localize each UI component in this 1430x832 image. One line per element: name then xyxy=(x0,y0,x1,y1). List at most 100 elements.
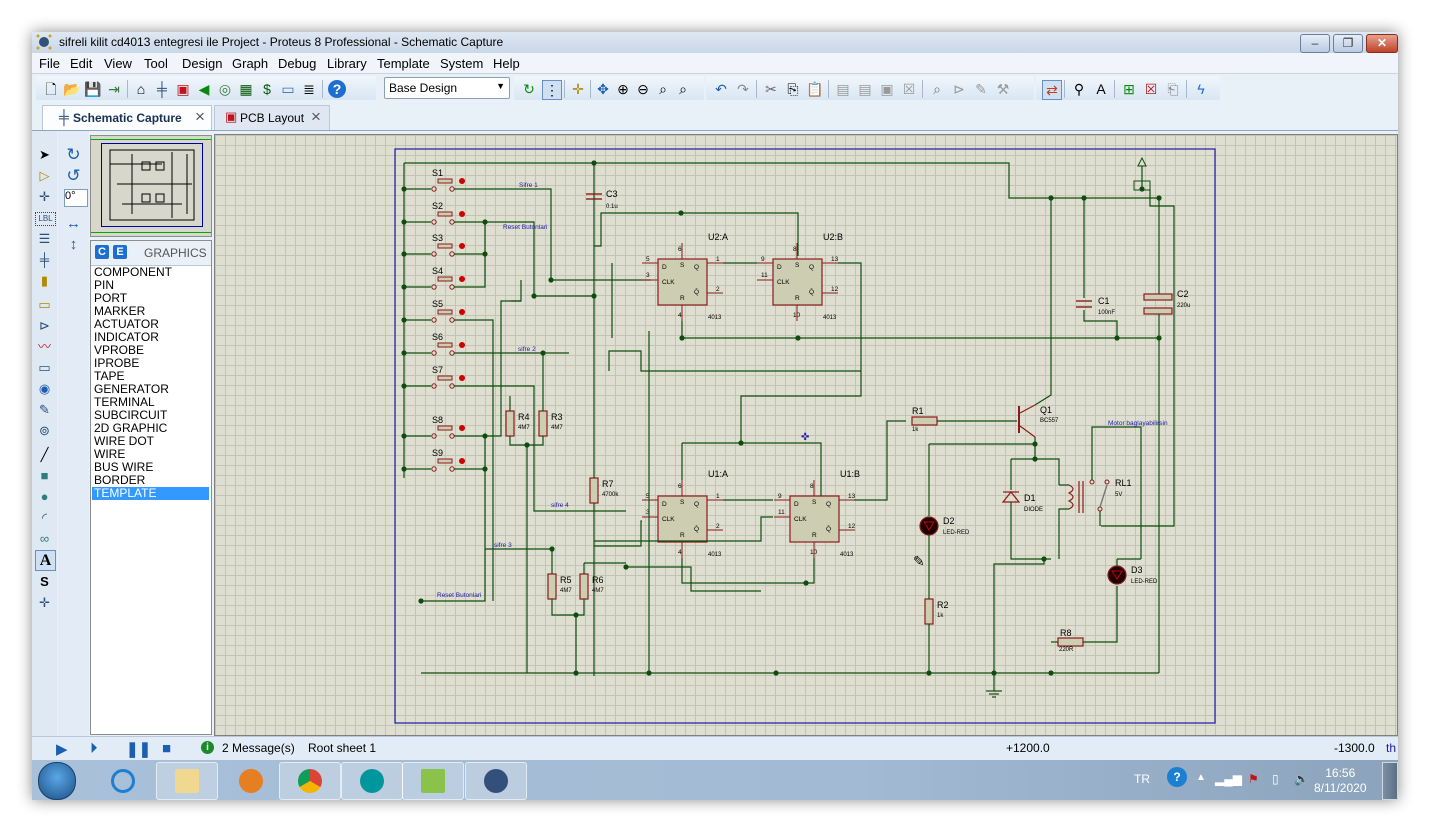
virtual-instruments-icon[interactable]: ⊚ xyxy=(39,423,50,438)
rotation-angle-field[interactable]: 0° xyxy=(64,189,88,207)
selection-mode-icon[interactable]: ➤ xyxy=(39,147,50,162)
variant-select[interactable]: Base Design ▼ xyxy=(384,77,510,99)
taskbar-media-player[interactable] xyxy=(220,762,282,800)
units-toggle[interactable]: th xyxy=(1386,741,1397,755)
graph-icon[interactable]: 〰 xyxy=(37,339,51,354)
power-icon[interactable]: ▯ xyxy=(1272,772,1279,786)
buses-icon[interactable]: ╪ xyxy=(39,252,50,267)
graphics-mode-item[interactable]: WIRE xyxy=(94,447,126,461)
decompose-icon[interactable]: ⚒ xyxy=(996,81,1010,97)
restore-button[interactable]: ❐ xyxy=(1333,34,1363,53)
play-icon[interactable]: ▶ xyxy=(56,741,68,758)
taskbar-proteus[interactable] xyxy=(465,762,527,800)
gerber-icon[interactable]: ◀ xyxy=(198,81,210,97)
graphics-mode-item[interactable]: TAPE xyxy=(94,369,125,383)
step-icon[interactable]: ⏵ xyxy=(90,740,98,757)
close-tab-icon[interactable]: × xyxy=(195,107,205,126)
close-tab-icon[interactable]: × xyxy=(311,107,321,126)
volume-icon[interactable]: 🔈 xyxy=(1294,772,1309,786)
text-mode-icon[interactable]: A xyxy=(35,550,56,571)
schematic-icon[interactable]: ╪ xyxy=(157,81,167,97)
text-script-icon[interactable]: ☰ xyxy=(38,231,51,246)
packaging-tool-icon[interactable]: ✎ xyxy=(975,81,987,97)
line-icon[interactable]: ╱ xyxy=(40,447,49,462)
language-indicator[interactable]: TR xyxy=(1134,772,1150,786)
stop-icon[interactable]: ■ xyxy=(162,740,172,757)
menu-edit[interactable]: Edit xyxy=(70,56,93,71)
circle-icon[interactable]: ● xyxy=(40,489,49,504)
graphics-mode-item[interactable]: MARKER xyxy=(94,304,146,318)
pick-devices-button[interactable]: C xyxy=(95,245,109,259)
component-mode-icon[interactable]: ▷ xyxy=(39,168,50,183)
block-move-icon[interactable]: ▤ xyxy=(858,81,872,97)
bom-icon[interactable]: ▦ xyxy=(239,81,253,97)
taskbar-chrome[interactable] xyxy=(279,762,341,800)
start-button[interactable] xyxy=(38,762,76,800)
action-center-flag-icon[interactable]: ⚑ xyxy=(1248,772,1259,786)
marker-icon[interactable]: ✛ xyxy=(39,595,50,610)
minimize-button[interactable]: – xyxy=(1300,34,1330,53)
arc-icon[interactable]: ◜ xyxy=(41,510,48,525)
block-rotate-icon[interactable]: ▣ xyxy=(880,81,894,97)
network-signal-icon[interactable]: ▂▄▆ xyxy=(1215,772,1242,786)
zoom-out-icon[interactable]: ⊖ xyxy=(637,81,649,97)
tab-schematic-capture[interactable]: ╪ Schematic Capture × xyxy=(42,105,212,130)
menu-file[interactable]: File xyxy=(39,56,60,71)
graphics-mode-item[interactable]: PORT xyxy=(94,291,128,305)
graphics-mode-item[interactable]: SUBCIRCUIT xyxy=(94,408,168,422)
paste-icon[interactable]: 📋 xyxy=(806,81,824,97)
taskbar-internet-explorer[interactable] xyxy=(92,762,154,800)
menu-view[interactable]: View xyxy=(104,56,132,71)
terminals-icon[interactable]: ▭ xyxy=(38,297,51,312)
pause-icon[interactable]: ❚❚ xyxy=(126,741,152,758)
menu-library[interactable]: Library xyxy=(327,56,367,71)
pan-icon[interactable]: ✥ xyxy=(597,81,609,97)
zoom-in-icon[interactable]: ⊕ xyxy=(617,81,629,97)
box-icon[interactable]: ■ xyxy=(40,468,49,483)
wire-autorouter-icon[interactable]: ⇄ xyxy=(1042,80,1062,100)
3d-viewer-icon[interactable]: ◎ xyxy=(218,81,232,97)
copy-icon[interactable]: ⎘ xyxy=(787,81,799,97)
graphics-mode-item[interactable]: GENERATOR xyxy=(94,382,169,396)
graphics-mode-item[interactable]: ACTUATOR xyxy=(94,317,159,331)
document-icon[interactable]: ≣ xyxy=(303,81,315,97)
make-device-icon[interactable]: ⊳ xyxy=(953,81,965,97)
electrical-rule-check-icon[interactable]: ϟ xyxy=(1197,81,1205,97)
cut-icon[interactable]: ✂ xyxy=(765,81,777,97)
graphics-mode-item[interactable]: 2D GRAPHIC xyxy=(94,421,168,435)
graphics-mode-item[interactable]: WIRE DOT xyxy=(94,434,154,448)
zoom-all-icon[interactable]: ⌕ xyxy=(659,81,667,97)
taskbar-notepad-plus-plus[interactable] xyxy=(402,762,464,800)
rotate-anticlockwise-icon[interactable]: ↺ xyxy=(66,166,81,185)
subcircuit-icon[interactable]: ▮ xyxy=(40,273,49,288)
design-explorer-icon[interactable]: $ xyxy=(263,81,271,97)
graphics-mode-item[interactable]: VPROBE xyxy=(94,343,145,357)
search-binoculars-icon[interactable]: ⚲ xyxy=(1073,81,1085,97)
menu-design[interactable]: Design xyxy=(182,56,223,71)
taskbar-file-explorer[interactable] xyxy=(156,762,218,800)
redo-icon[interactable]: ↷ xyxy=(737,81,749,97)
menu-help[interactable]: Help xyxy=(493,56,520,71)
help-tray-icon[interactable]: ? xyxy=(1167,767,1187,787)
messages-count[interactable]: 2 Message(s) xyxy=(222,741,295,755)
menu-tool[interactable]: Tool xyxy=(144,56,168,71)
mirror-vertical-icon[interactable]: ↕ xyxy=(69,236,78,253)
graphics-mode-item[interactable]: COMPONENT xyxy=(94,265,172,279)
tape-recorder-icon[interactable]: ▭ xyxy=(38,360,51,375)
home-icon[interactable]: ⌂ xyxy=(136,81,146,97)
pick-device-icon[interactable]: ⌕ xyxy=(933,81,941,97)
tab-pcb-layout[interactable]: ▣ PCB Layout × xyxy=(214,105,330,130)
menu-template[interactable]: Template xyxy=(377,56,430,71)
generator-icon[interactable]: ◉ xyxy=(38,381,51,396)
wire-label-icon[interactable]: LBL xyxy=(35,212,56,226)
graphics-mode-item[interactable]: TERMINAL xyxy=(94,395,155,409)
symbol-icon[interactable]: S xyxy=(40,574,49,589)
voltage-probe-icon[interactable]: ✎ xyxy=(39,402,50,417)
rotate-clockwise-icon[interactable]: ↻ xyxy=(66,145,81,164)
open-folder-icon[interactable]: 📂 xyxy=(63,81,81,97)
menu-graph[interactable]: Graph xyxy=(232,56,269,71)
overview-window[interactable] xyxy=(90,135,212,237)
graphics-mode-item[interactable]: PIN xyxy=(94,278,115,292)
show-hidden-icons[interactable]: ▲ xyxy=(1196,772,1206,783)
